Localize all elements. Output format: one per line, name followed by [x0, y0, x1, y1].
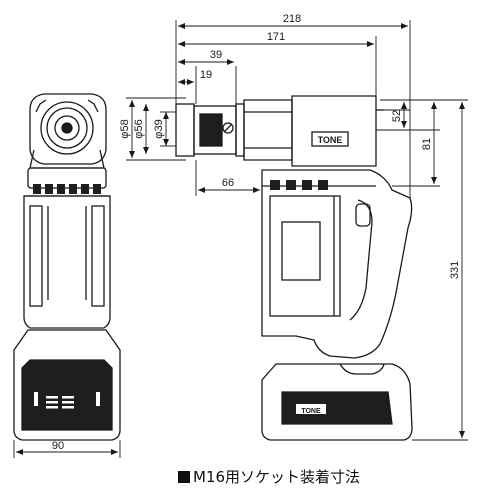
motor-vent-panel — [269, 195, 341, 317]
motor-vent-window — [281, 221, 321, 281]
caption-square-bullet — [178, 471, 190, 483]
head-to-handle-label: 171 — [267, 31, 285, 43]
side-dimensions — [126, 20, 468, 441]
handle-grip — [349, 199, 373, 321]
front-collar — [27, 167, 107, 189]
front-battery-indicator-lights — [34, 392, 100, 409]
battery-label-plate — [296, 404, 326, 414]
width-label: 90 — [52, 440, 64, 452]
brand-plate — [311, 131, 349, 147]
head-height-label: 52 — [391, 110, 403, 122]
brand-mark: TONE — [318, 135, 343, 145]
axis-height-label: 81 — [421, 138, 433, 150]
front-head-ribs — [35, 99, 99, 113]
side-collar-ribs — [270, 180, 328, 190]
front-body-groove-right — [91, 205, 105, 307]
front-view — [13, 93, 121, 441]
side-battery — [261, 363, 413, 441]
overall-length-label: 218 — [283, 13, 301, 25]
socket-pin — [222, 122, 234, 134]
battery-release-latch — [339, 363, 385, 375]
front-battery — [13, 329, 121, 441]
front-socket-center — [61, 122, 73, 134]
front-neck — [29, 149, 105, 169]
front-socket-mid — [46, 107, 88, 149]
diameter-outer-label: φ58 — [119, 119, 131, 138]
socket-shallow-label: 19 — [200, 69, 212, 81]
front-head-housing — [29, 93, 107, 165]
width-dimension — [13, 440, 121, 458]
front-socket-inner — [54, 115, 80, 141]
socket-dark-band — [199, 113, 223, 147]
front-socket-outer — [40, 101, 94, 155]
socket-rear-ring — [235, 103, 245, 157]
caption-text: M16用ソケット装着寸法 — [193, 468, 361, 486]
front-battery-pack — [21, 359, 113, 431]
head-housing — [291, 95, 377, 167]
side-battery-pack — [281, 391, 393, 425]
socket-length-label: 39 — [210, 49, 222, 61]
socket-front-ring — [175, 103, 195, 157]
front-body-groove-left — [29, 205, 43, 307]
front-collar-ribs — [33, 184, 101, 194]
front-body — [23, 195, 111, 329]
overall-height-label: 331 — [449, 261, 461, 279]
diameter-inner-label: φ39 — [153, 119, 165, 138]
battery-brand-mark: TONE — [301, 408, 321, 415]
motor-body — [261, 169, 413, 359]
diameter-mid-label: φ56 — [133, 119, 145, 138]
trigger — [355, 203, 371, 227]
figure-caption: M16用ソケット装着寸法 — [178, 466, 360, 487]
side-view — [175, 95, 413, 441]
gear-head — [243, 99, 293, 161]
socket-reach-label: 66 — [222, 177, 234, 189]
